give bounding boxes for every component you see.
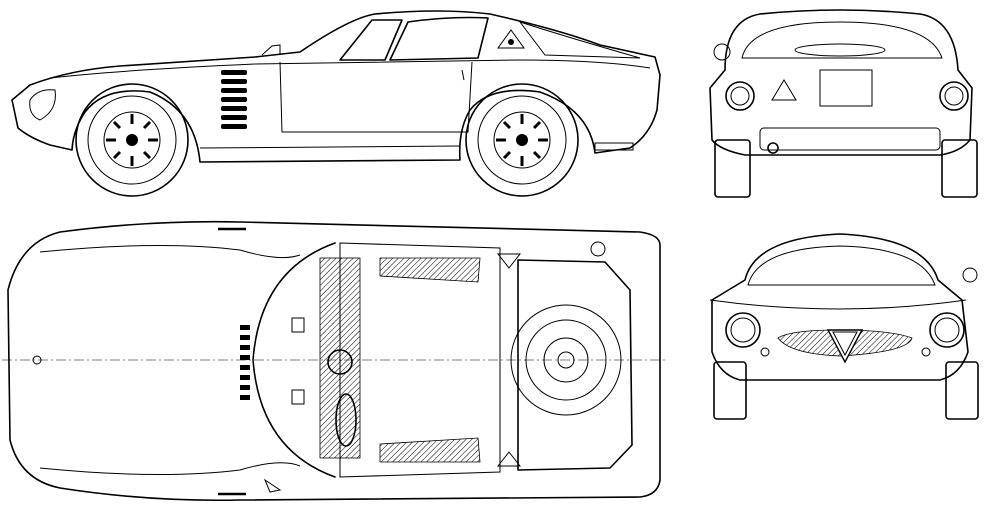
front-indicator-left xyxy=(760,347,770,357)
side-mirror xyxy=(261,44,281,56)
front-tire-right xyxy=(945,361,979,420)
side-sill-line xyxy=(199,145,461,149)
door-handle xyxy=(461,69,465,81)
top-vents xyxy=(240,325,250,400)
top-pedal-left xyxy=(291,317,305,333)
front-headlight-right xyxy=(929,312,965,348)
top-window-left xyxy=(379,257,481,283)
rear-body-outline xyxy=(709,9,973,156)
top-spare-wheel xyxy=(510,304,622,416)
top-tunnel xyxy=(319,257,361,459)
side-rear-wheel xyxy=(465,83,579,197)
top-front-badge xyxy=(32,355,42,365)
top-wing-left xyxy=(39,244,301,259)
side-front-wheel xyxy=(75,83,189,197)
top-badge-left xyxy=(496,253,522,269)
rear-exhaust xyxy=(767,142,779,154)
side-vents xyxy=(221,70,247,129)
top-view xyxy=(2,220,665,502)
rear-bumper xyxy=(759,127,941,151)
front-body-outline xyxy=(711,233,969,381)
top-steering-wheel xyxy=(335,393,357,447)
front-windshield xyxy=(747,245,936,286)
top-shifter xyxy=(327,349,353,375)
side-window xyxy=(389,16,489,61)
side-windshield xyxy=(339,19,403,61)
rear-tire-left xyxy=(714,139,751,198)
rear-view xyxy=(709,9,978,198)
rear-hatch xyxy=(794,43,886,57)
top-body-outline xyxy=(7,220,661,502)
rear-fuel-cap xyxy=(713,43,731,61)
rear-light-left xyxy=(725,81,755,111)
side-body-outline xyxy=(11,10,661,163)
front-view xyxy=(709,233,979,420)
front-mirror xyxy=(962,267,978,283)
top-badge-right xyxy=(496,451,522,467)
rear-tire-right xyxy=(941,139,978,198)
cloverleaf-icon xyxy=(508,39,514,45)
side-view xyxy=(11,10,661,197)
rear-light-right xyxy=(939,81,969,111)
rear-badge xyxy=(771,79,797,101)
top-mirror xyxy=(263,478,282,493)
side-exhaust xyxy=(594,142,634,151)
side-badge xyxy=(497,29,525,49)
side-rear-window xyxy=(518,21,641,59)
rear-window xyxy=(741,21,943,59)
top-pedal-right xyxy=(291,389,305,405)
side-headlight xyxy=(29,89,56,121)
side-door xyxy=(279,61,473,133)
top-windshield xyxy=(252,242,336,478)
top-fuel-cap xyxy=(590,241,606,257)
top-window-right xyxy=(379,437,481,463)
top-engine-cover xyxy=(517,259,633,471)
front-indicator-right xyxy=(921,347,931,357)
front-tire-left xyxy=(713,361,747,420)
side-shoulder-line xyxy=(49,59,651,79)
top-wing-right xyxy=(39,462,301,476)
front-headlight-left xyxy=(725,312,761,348)
front-hood-line xyxy=(709,299,967,310)
rear-plate xyxy=(819,69,873,107)
